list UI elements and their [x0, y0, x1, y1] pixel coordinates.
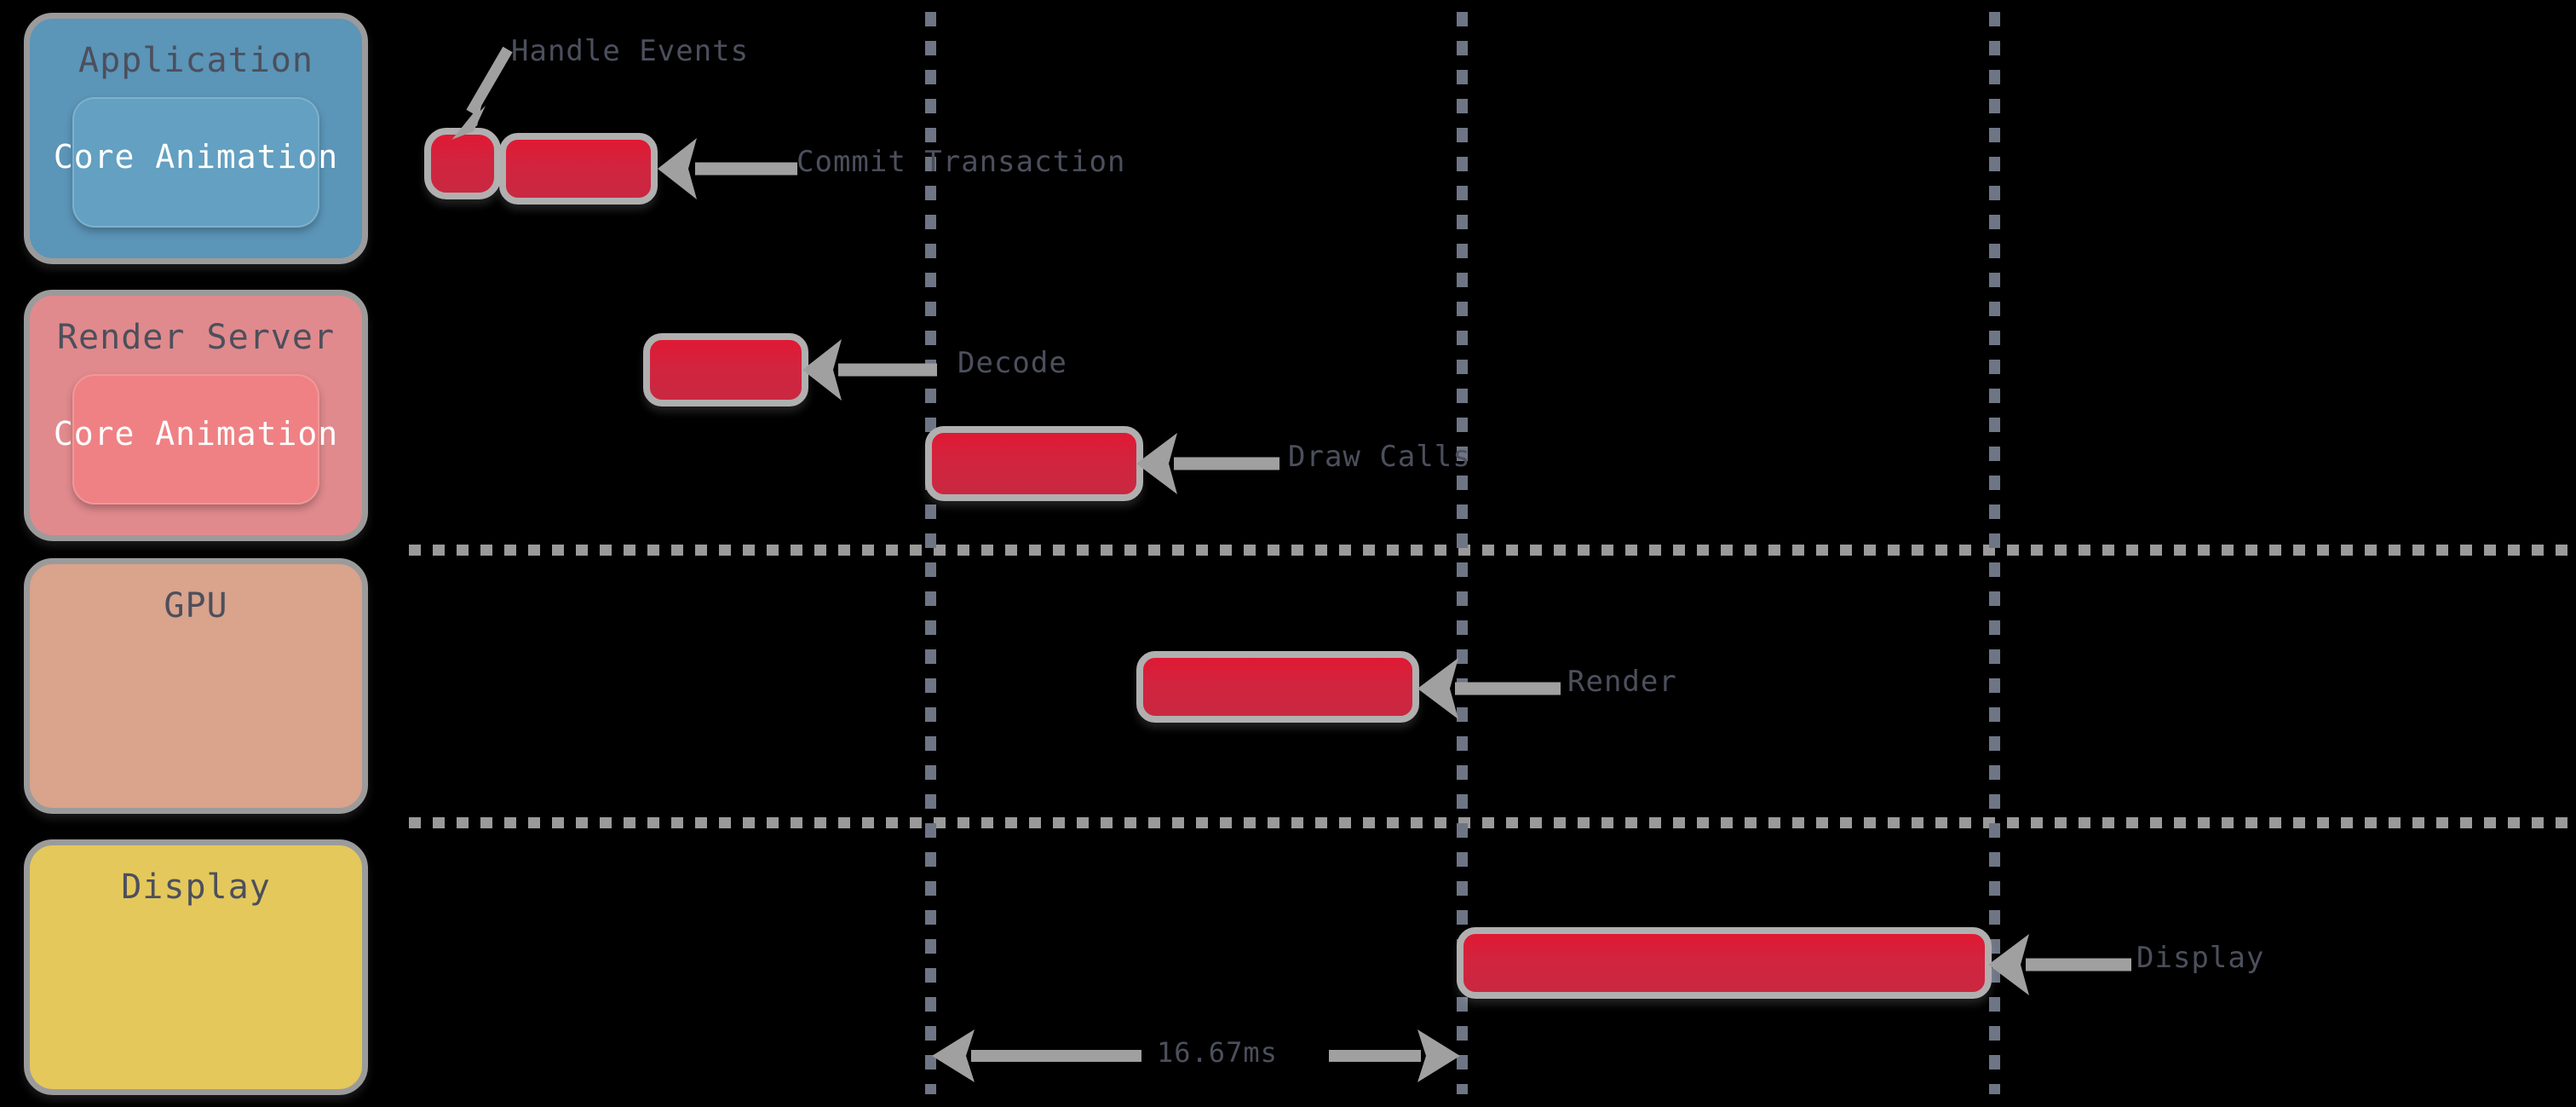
label-frame-interval: 16.67ms	[1157, 1036, 1278, 1069]
bar-commit-transaction[interactable]	[499, 133, 658, 205]
display-arrow	[1988, 934, 2131, 995]
lane-application: Application Core Animation	[24, 13, 368, 264]
lane-display-title: Display	[121, 868, 271, 907]
lane-render-server-title: Render Server	[56, 318, 336, 357]
commit-transaction-arrow	[658, 138, 797, 199]
label-decode: Decode	[957, 346, 1067, 380]
lane-application-inner: Core Animation	[54, 97, 337, 228]
lane-render-server-inner-label: Core Animation	[53, 414, 339, 453]
handle-events-arrow	[451, 46, 513, 140]
draw-calls-arrow	[1136, 433, 1279, 494]
lane-render-server-inner: Core Animation	[54, 374, 337, 504]
label-handle-events: Handle Events	[511, 34, 750, 68]
lane-render-server: Render Server Core Animation	[24, 290, 368, 541]
label-render: Render	[1567, 665, 1677, 699]
label-display-activity: Display	[2136, 941, 2265, 975]
separator-render-gpu	[409, 545, 2576, 556]
decode-arrow	[802, 339, 937, 401]
bar-decode[interactable]	[643, 333, 808, 406]
vsync-line-3	[1989, 12, 2000, 1094]
frame-interval-measure-left	[932, 1029, 1141, 1082]
separator-gpu-display	[409, 817, 2576, 828]
frame-interval-measure-right	[1329, 1029, 1460, 1082]
lane-gpu-title: GPU	[164, 586, 228, 626]
bar-render[interactable]	[1136, 651, 1419, 723]
label-commit-transaction: Commit Transaction	[796, 145, 1126, 179]
render-arrow	[1417, 658, 1561, 719]
lane-display: Display	[24, 839, 368, 1095]
label-draw-calls: Draw Calls	[1288, 440, 1471, 474]
bar-draw-calls[interactable]	[925, 426, 1143, 501]
lane-application-title: Application	[78, 41, 313, 80]
lane-application-inner-label: Core Animation	[53, 137, 339, 176]
bar-display[interactable]	[1457, 927, 1992, 999]
vsync-line-2	[1457, 12, 1468, 1094]
vsync-line-1	[925, 12, 936, 1094]
lane-gpu: GPU	[24, 558, 368, 814]
